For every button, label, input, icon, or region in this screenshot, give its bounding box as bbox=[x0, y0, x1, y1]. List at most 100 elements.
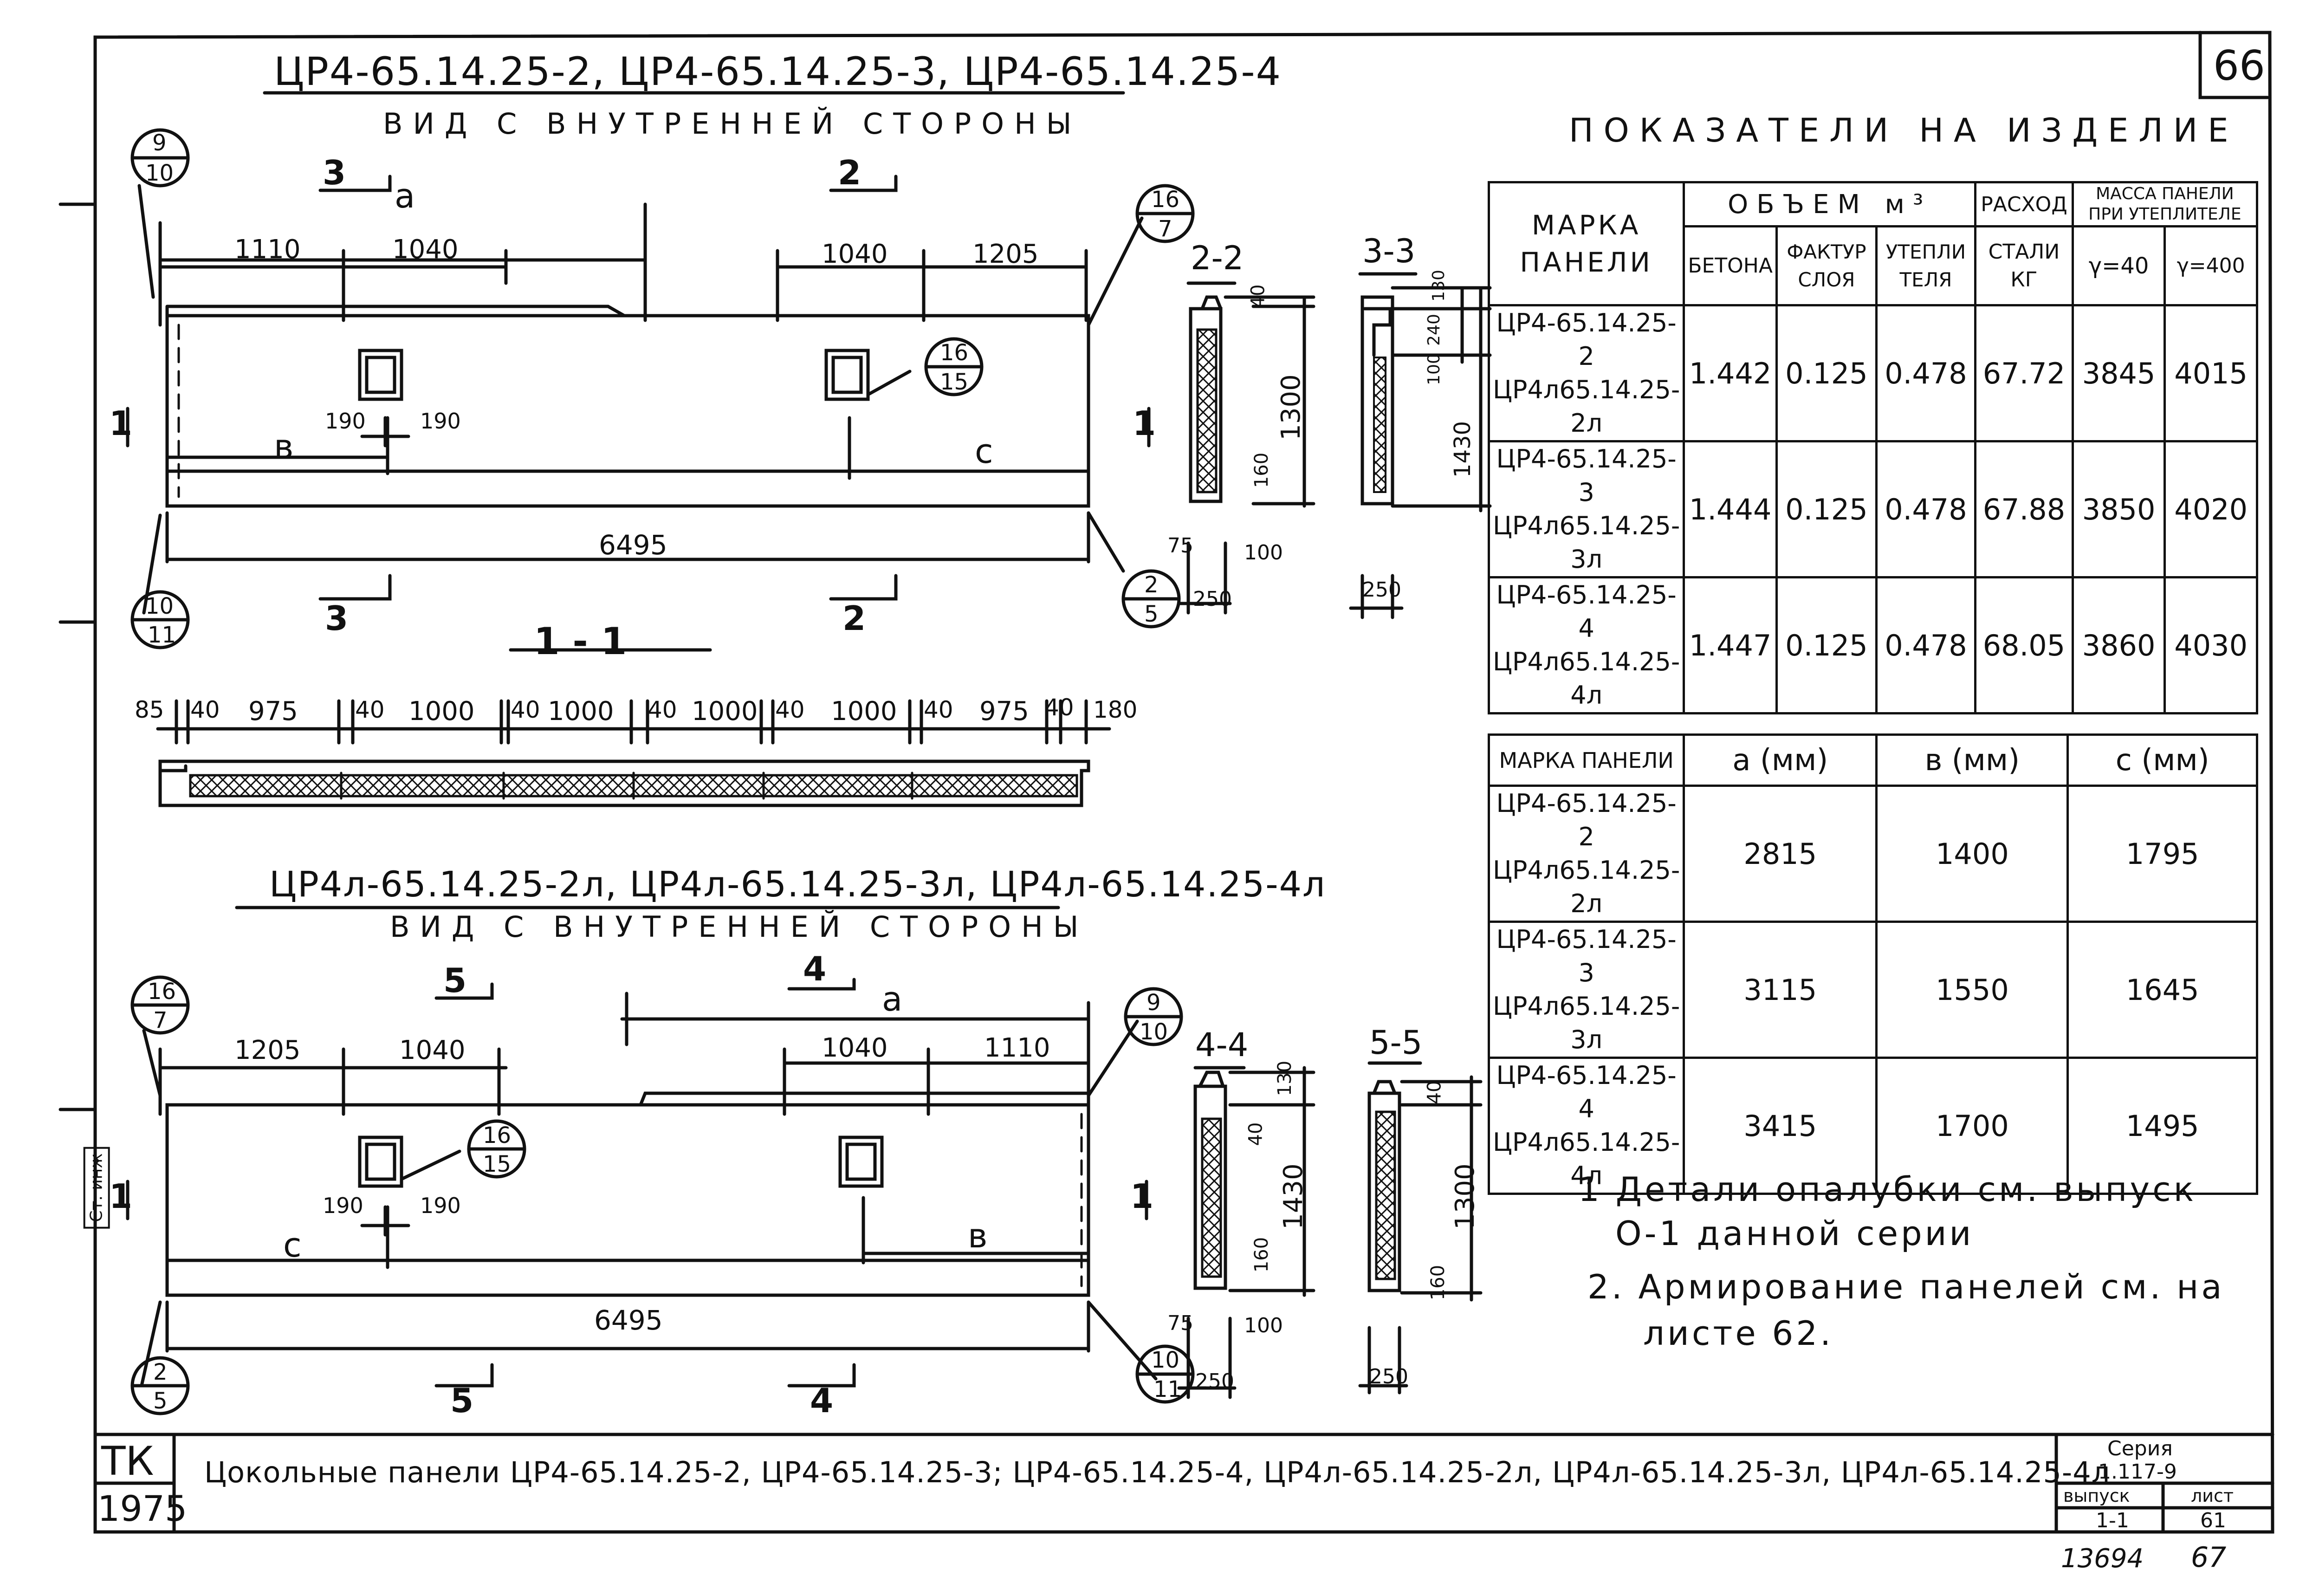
sec22-dim-75: 75 bbox=[1167, 534, 1193, 558]
sec22-dim-40: 40 bbox=[1247, 284, 1269, 308]
sec22-dim-1300: 1300 bbox=[1276, 374, 1306, 441]
sec44-label: 4-4 bbox=[1195, 1026, 1249, 1064]
callout-15-win-b: 15 bbox=[483, 1151, 512, 1177]
indicators-mass1-cell: 3845 bbox=[2071, 304, 2166, 442]
stamp-year: 1975 bbox=[97, 1488, 188, 1529]
sec33-dim-1430: 1430 bbox=[1450, 421, 1476, 478]
indicators-steel-cell: 68.05 bbox=[1974, 576, 2074, 714]
top-dim-6495: 6495 bbox=[599, 529, 667, 561]
bottom-dim-6495: 6495 bbox=[594, 1304, 663, 1336]
top-dim-190 bbox=[360, 416, 410, 448]
top-panel-title: ЦР4-65.14.25-2, ЦР4-65.14.25-3, ЦР4-65.1… bbox=[274, 49, 1282, 94]
dims-header-a: а (мм) bbox=[1683, 733, 1878, 787]
note-1: 1 Детали опалубки см. выпуск bbox=[1578, 1170, 2197, 1209]
dims-a-cell: 2815 bbox=[1683, 785, 1878, 923]
dims-c-cell: 1795 bbox=[2066, 785, 2258, 923]
sec33-dim-100: 100 bbox=[1424, 353, 1444, 385]
sec11-outline bbox=[158, 759, 1090, 807]
dims-b-cell: 1700 bbox=[1875, 1057, 2069, 1195]
sec22-dims bbox=[1177, 295, 1315, 615]
dims-b-cell: 1550 bbox=[1875, 921, 2069, 1059]
top-dim-c bbox=[848, 416, 1090, 480]
bottom-dim-b bbox=[862, 1196, 1090, 1265]
callout-16-top: 16 bbox=[1151, 187, 1180, 213]
sec44-dim-130: 130 bbox=[1274, 1060, 1296, 1096]
frame-left-strip bbox=[58, 202, 97, 1111]
footer-page-number: 67 bbox=[2191, 1541, 2227, 1574]
callout-16-top-b: 16 bbox=[148, 979, 176, 1005]
bottom-panel-title: ЦР4л-65.14.25-2л, ЦР4л-65.14.25-3л, ЦР4л… bbox=[269, 863, 1326, 905]
sec44-dim-75: 75 bbox=[1167, 1311, 1193, 1335]
sheet-frame bbox=[93, 31, 2274, 1534]
sheet-number: 66 bbox=[2213, 42, 2265, 90]
sec11-dim-975-b: 975 bbox=[979, 696, 1029, 727]
callout-2-top-b: 2 bbox=[153, 1359, 168, 1385]
top-panel-outline bbox=[165, 314, 1090, 508]
top-letter-b: в bbox=[274, 427, 294, 466]
callout-16-win-b: 16 bbox=[483, 1122, 512, 1148]
indicators-insulation-cell: 0.478 bbox=[1875, 576, 1977, 714]
stamp-sheet-label: лист bbox=[2191, 1486, 2234, 1506]
indicators-header-steel: СТАЛИ КГ bbox=[1974, 225, 2074, 306]
sec44-dim-250: 250 bbox=[1195, 1369, 1234, 1393]
indicators-title: ПОКАЗАТЕЛИ НА ИЗДЕЛИЕ bbox=[1569, 111, 2239, 149]
bottom-letter-b: в bbox=[968, 1216, 988, 1255]
top-panel-top-edge bbox=[165, 305, 626, 318]
indicators-steel-cell: 67.88 bbox=[1974, 440, 2074, 578]
bottom-window-right bbox=[838, 1135, 884, 1188]
indicators-steel-cell: 67.72 bbox=[1974, 304, 2074, 442]
callout-2-top: 2 bbox=[1144, 572, 1159, 598]
sec44-dims bbox=[1177, 1066, 1315, 1399]
sec22-dim-100: 100 bbox=[1244, 541, 1283, 564]
indicators-header-mark: МАРКА ПАНЕЛИ bbox=[1487, 181, 1685, 306]
indicators-insulation-cell: 0.478 bbox=[1875, 304, 1977, 442]
sec33-dim-130: 130 bbox=[1429, 270, 1448, 302]
dims-header-mark: МАРКА ПАНЕЛИ bbox=[1487, 733, 1685, 787]
indicators-mass2-cell: 4015 bbox=[2164, 304, 2258, 442]
top-sec3-bottom: 3 bbox=[325, 599, 349, 638]
indicators-concrete-cell: 1.447 bbox=[1683, 576, 1778, 714]
top-dim-1205: 1205 bbox=[972, 239, 1039, 269]
callout-5-bottom-b: 5 bbox=[153, 1388, 168, 1414]
sec55-dims bbox=[1358, 1075, 1483, 1395]
note-1-cont: О-1 данной серии bbox=[1615, 1214, 1974, 1253]
bottom-view-label: ВИД С ВНУТРЕННЕЙ СТОРОНЫ bbox=[390, 910, 1089, 944]
sec11-dim-1000-b: 1000 bbox=[548, 696, 614, 727]
dims-a-cell: 3115 bbox=[1683, 921, 1878, 1059]
sec44-dim-160: 160 bbox=[1251, 1237, 1273, 1273]
top-sec1-right: 1 bbox=[1133, 404, 1156, 443]
sec11-dim-40-a: 40 bbox=[190, 696, 220, 723]
bottom-dim-1040-right: 1040 bbox=[822, 1033, 888, 1063]
dims-c-cell: 1495 bbox=[2066, 1057, 2258, 1195]
stamp-title: Цокольные панели ЦР4-65.14.25-2, ЦР4-65.… bbox=[204, 1455, 2111, 1489]
sec33-outline bbox=[1360, 295, 1394, 506]
sec22-dim-250: 250 bbox=[1193, 587, 1232, 611]
stamp-org: ТК bbox=[101, 1438, 154, 1485]
bottom-dim-1205: 1205 bbox=[234, 1035, 301, 1065]
sec11-dim-40-e: 40 bbox=[775, 696, 805, 723]
stamp-block bbox=[93, 1433, 2274, 1534]
sec33-dim-240: 240 bbox=[1424, 314, 1444, 346]
indicators-header-facing: ФАКТУР СЛОЯ bbox=[1775, 225, 1878, 306]
top-sec1-mark bbox=[126, 407, 1151, 448]
indicators-insulation-cell: 0.478 bbox=[1875, 440, 1977, 578]
bottom-dim-1110: 1110 bbox=[984, 1033, 1050, 1063]
top-sec2-bottom: 2 bbox=[842, 599, 866, 638]
callout-15-win-bottom: 15 bbox=[940, 369, 969, 395]
indicators-header-mass-400: γ=400 bbox=[2164, 225, 2258, 306]
bottom-panel-top-edge bbox=[639, 1091, 1090, 1107]
bottom-dim-1040-left: 1040 bbox=[399, 1035, 466, 1065]
top-dim-190-left: 190 bbox=[325, 409, 366, 434]
stamp-series-label: Серия bbox=[2107, 1437, 2173, 1460]
bottom-sec1-left: 1 bbox=[109, 1177, 133, 1216]
top-dim-1040-left: 1040 bbox=[392, 234, 459, 265]
sec44-dim-1430: 1430 bbox=[1278, 1163, 1308, 1230]
sec44-insulation bbox=[1201, 1117, 1222, 1278]
